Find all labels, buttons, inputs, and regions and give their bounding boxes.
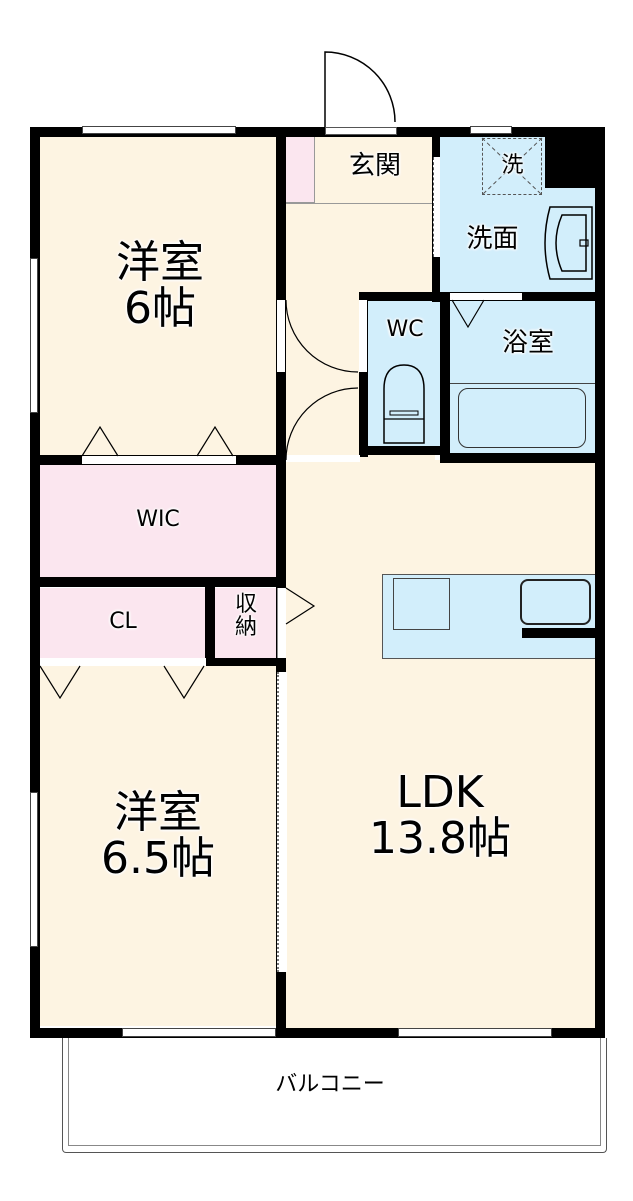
window-room2-bottom	[122, 1028, 276, 1037]
wall-room1-hall	[276, 127, 286, 467]
window-washroom-top	[470, 126, 512, 134]
hall-ldk-door	[286, 455, 360, 462]
washroom-sliding-door	[433, 157, 440, 257]
entrance-door-opening	[325, 127, 397, 135]
wall-wic-ldk	[276, 460, 286, 665]
folding-door-bath-icon	[451, 299, 485, 329]
wash-basin-icon	[544, 206, 593, 280]
closet-door-cl	[40, 658, 206, 666]
outer-wall-right	[595, 127, 605, 1038]
closet-label: CL	[109, 609, 137, 634]
bathroom	[450, 300, 595, 453]
ldk-room	[285, 460, 595, 1028]
western-room-1-label: 洋室 6帖	[116, 237, 204, 335]
entrance-label: 玄関	[348, 151, 401, 181]
window-room2-left	[30, 792, 38, 947]
folding-door-room1-icon	[81, 425, 234, 457]
wall-bath-bottom	[440, 453, 605, 463]
closet-room	[38, 588, 206, 660]
balcony	[62, 1038, 607, 1153]
wc-label: WC	[386, 317, 424, 342]
shoe-cabinet	[285, 135, 315, 203]
bath-door	[450, 293, 522, 300]
stove-icon	[393, 578, 450, 630]
bathtub	[450, 383, 595, 384]
kitchen-wall	[522, 628, 600, 638]
window-room1-top	[82, 126, 236, 134]
wic-room	[38, 463, 278, 577]
balcony-inner-rail	[68, 1038, 601, 1146]
wall-hall-wc	[359, 292, 368, 457]
storage-room	[214, 588, 278, 660]
wall-cl-room2	[205, 658, 286, 666]
storage-door	[277, 588, 286, 658]
balcony-label: バルコニー	[275, 1072, 385, 1097]
bathtub-basin	[458, 388, 586, 448]
ldk-label: LDK 13.8帖	[369, 767, 511, 865]
entrance-step-line	[285, 203, 435, 204]
wall-wic-cl	[30, 577, 286, 587]
outer-wall-bottom	[30, 1028, 605, 1038]
closet-door-room1	[82, 456, 236, 464]
sink-icon	[520, 579, 591, 625]
washer-pan	[482, 138, 542, 195]
folding-door-cl-icon	[39, 665, 205, 700]
western-room-2-label: 洋室 6.5帖	[101, 787, 215, 885]
wc-door	[359, 300, 367, 372]
room2-sliding-door	[277, 672, 287, 972]
wic-label: WIC	[136, 507, 180, 532]
storage-label: 収 納	[234, 592, 257, 641]
wall-wc-bath	[440, 292, 450, 462]
western-room-1	[38, 135, 278, 460]
western-room-2	[38, 666, 278, 1026]
hall-room1-door	[277, 300, 285, 372]
entrance-door-swing-icon	[324, 51, 396, 128]
hall-door-swing-icon	[285, 299, 359, 461]
storage-door-swing-icon	[285, 587, 316, 625]
washroom-label: 洗面	[466, 224, 519, 254]
washroom-corner-wall	[545, 128, 603, 188]
wall-wc-bottom	[359, 446, 450, 455]
outer-wall-top	[30, 127, 603, 137]
window-room1-left	[30, 258, 38, 413]
washer-label: 洗	[501, 153, 524, 178]
toilet-icon	[383, 364, 425, 444]
wall-cl-storage	[205, 585, 215, 663]
bathroom-label: 浴室	[501, 328, 554, 358]
window-ldk-bottom	[398, 1028, 552, 1037]
kitchen-counter	[382, 574, 597, 659]
